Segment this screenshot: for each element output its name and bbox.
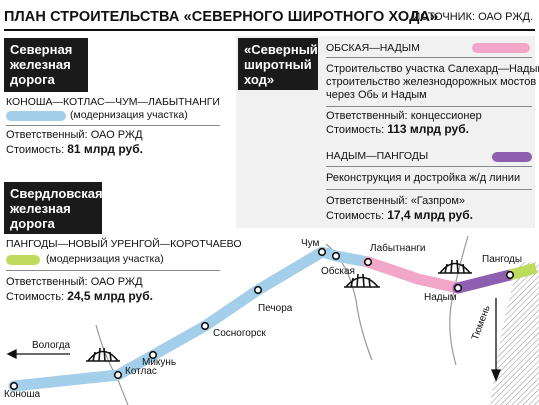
- line-pink: [362, 256, 464, 294]
- cost-value: 24,5 млрд руб.: [67, 289, 153, 303]
- heading-line: «Северный: [244, 42, 318, 57]
- heading-line: дорога: [10, 72, 55, 87]
- divider: [326, 166, 532, 167]
- station-sosnogorsk: [200, 321, 210, 331]
- divider: [326, 57, 532, 58]
- station-obskaya: [331, 251, 341, 261]
- page-title: ПЛАН СТРОИТЕЛЬСТВА «СЕВЕРНОГО ШИРОТНОГО …: [4, 9, 439, 25]
- bridge-icon: [86, 347, 120, 362]
- green-line-swatch: [6, 255, 40, 265]
- responsible-label: Ответственный:: [6, 129, 88, 141]
- divider: [6, 270, 220, 271]
- label-chum: Чум: [301, 238, 320, 249]
- heading-line: Свердловская: [10, 186, 103, 201]
- responsible-label: Ответственный:: [326, 110, 408, 122]
- northern-railway-heading: Северная железная дорога: [4, 38, 88, 92]
- blue-line-swatch: [6, 111, 66, 121]
- station-konosha: [9, 381, 19, 391]
- section2-description: Реконструкция и достройка ж/д линии: [326, 172, 521, 184]
- cost-label: Стоимость:: [326, 210, 385, 222]
- sverdlovsk-route-note: (модернизация участка): [46, 253, 164, 265]
- responsible-value: ОАО РЖД: [90, 276, 143, 288]
- label-kotlas: Котлас: [125, 366, 157, 377]
- responsible-value: ОАО РЖД: [90, 129, 143, 141]
- river-nadym: [449, 235, 469, 366]
- station-pechora: [253, 285, 263, 295]
- station-kotlas: [113, 370, 123, 380]
- station-mikun: [148, 350, 158, 360]
- section1-description-3: через Обь и Надым: [326, 89, 427, 101]
- divider: [6, 125, 220, 126]
- section1-responsible: Ответственный: концессионер: [326, 110, 482, 123]
- cost-label: Стоимость:: [326, 124, 385, 136]
- northern-route-note: (модернизация участка): [70, 109, 188, 121]
- cost-value: 17,4 млрд руб.: [387, 208, 473, 222]
- northern-cost: Стоимость: 81 млрд руб.: [6, 143, 143, 157]
- station-pangody: [505, 270, 515, 280]
- station-chum: [317, 247, 327, 257]
- northern-route: КОНОША—КОТЛАС—ЧУМ—ЛАБЫТНАНГИ: [6, 96, 220, 108]
- label-mikun: Микунь: [142, 357, 177, 368]
- heading-line: широтный: [244, 57, 312, 72]
- heading-line: железная: [10, 57, 71, 72]
- divider: [326, 189, 532, 190]
- section2-cost: Стоимость: 17,4 млрд руб.: [326, 209, 473, 223]
- title-divider: [4, 29, 535, 31]
- label-konosha: Коноша: [4, 389, 41, 400]
- heading-line: дорога: [10, 216, 55, 231]
- region-hatch: [490, 262, 539, 405]
- label-labytnangi: Лабытнанги: [370, 243, 426, 254]
- heading-line: ход»: [244, 72, 275, 87]
- heading-line: железная: [10, 201, 71, 216]
- section2-responsible: Ответственный: «Газпром»: [326, 195, 465, 208]
- section1-description-2: строительство железнодорожных мостов: [326, 76, 537, 88]
- source-note: ИСТОЧНИК: ОАО РЖД.: [412, 11, 533, 23]
- bridge-icon: [438, 259, 472, 274]
- purple-line-swatch: [492, 152, 532, 162]
- header: ПЛАН СТРОИТЕЛЬСТВА «СЕВЕРНОГО ШИРОТНОГО …: [4, 4, 535, 30]
- section2-route: НАДЫМ—ПАНГОДЫ: [326, 150, 429, 162]
- section1-cost: Стоимость: 113 млрд руб.: [326, 123, 469, 137]
- responsible-value: концессионер: [410, 110, 482, 122]
- sverdlovsk-route: ПАНГОДЫ—НОВЫЙ УРЕНГОЙ—КОРОТЧАЕВО: [6, 238, 242, 250]
- cost-label: Стоимость:: [6, 291, 65, 303]
- heading-line: Северная: [10, 42, 73, 57]
- line-blue: [8, 246, 374, 392]
- vologda-arrow-head: [6, 348, 17, 360]
- responsible-label: Ответственный:: [326, 195, 408, 207]
- cost-value: 113 млрд руб.: [387, 122, 469, 136]
- pink-line-swatch: [472, 43, 530, 53]
- river: [95, 324, 129, 405]
- bridge-icon: [344, 273, 380, 288]
- section1-description-1: Строительство участка Салехард—Надым,: [326, 63, 539, 75]
- tyumen-arrow-head: [491, 369, 501, 382]
- responsible-value: «Газпром»: [410, 195, 466, 207]
- sverdlovsk-railway-heading: Свердловская железная дорога: [4, 182, 103, 234]
- label-vologda: Вологда: [32, 340, 71, 351]
- station-labytnangi: [363, 257, 373, 267]
- sverdlovsk-responsible: Ответственный: ОАО РЖД: [6, 276, 143, 289]
- line-purple: [452, 269, 516, 294]
- section1-route: ОБСКАЯ—НАДЫМ: [326, 42, 420, 54]
- divider: [326, 106, 532, 107]
- label-obskaya: Обская: [321, 266, 355, 277]
- northern-responsible: Ответственный: ОАО РЖД: [6, 129, 143, 142]
- sverdlovsk-cost: Стоимость: 24,5 млрд руб.: [6, 290, 153, 304]
- label-pechora: Печора: [258, 303, 293, 314]
- northern-latitudinal-heading: «Северный широтный ход»: [238, 38, 318, 90]
- responsible-label: Ответственный:: [6, 276, 88, 288]
- cost-label: Стоимость:: [6, 144, 65, 156]
- label-sosnogorsk: Сосногорск: [213, 328, 266, 339]
- cost-value: 81 млрд руб.: [67, 142, 143, 156]
- station-nadym: [453, 283, 463, 293]
- line-green: [508, 262, 538, 281]
- label-pangody: Пангоды: [482, 254, 523, 265]
- label-nadym: Надым: [424, 292, 457, 303]
